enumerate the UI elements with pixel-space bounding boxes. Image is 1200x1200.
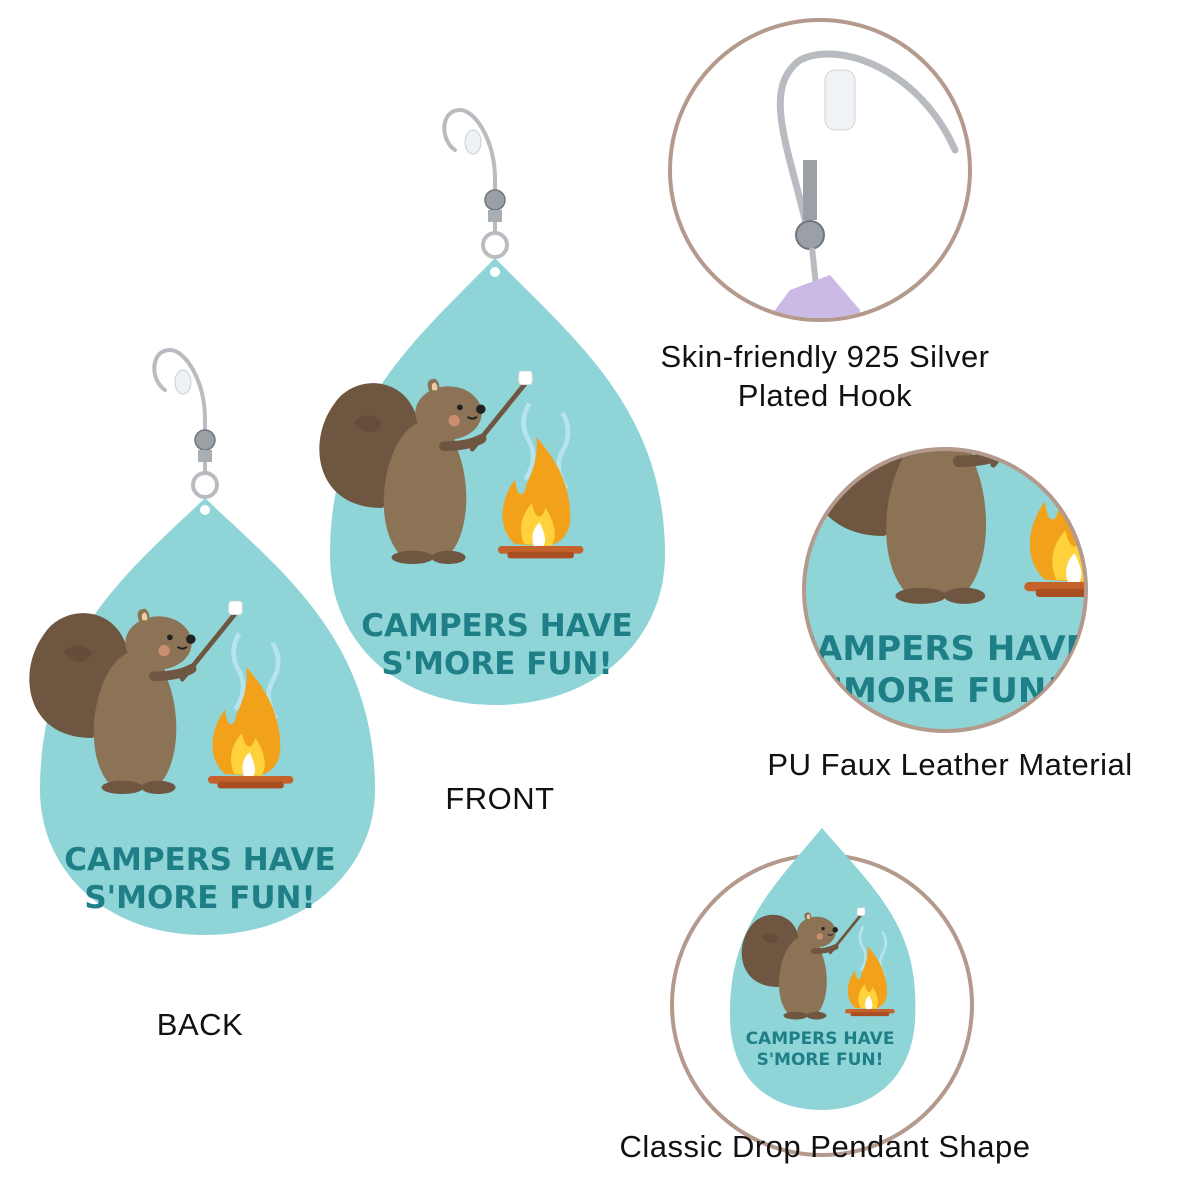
material-slogan-line1: CAMPERS HAVE	[791, 629, 1089, 669]
hook-feature-line1: Skin-friendly 925 Silver	[660, 339, 990, 374]
hook-feature-caption: Skin-friendly 925 Silver Plated Hook	[620, 338, 1030, 416]
front-slogan-line2: S'MORE FUN!	[381, 646, 612, 682]
shape-detail-circle	[670, 828, 974, 1157]
shape-feature-caption: Classic Drop Pendant Shape	[619, 1129, 1031, 1164]
shape-slogan-line2: S'MORE FUN!	[757, 1050, 884, 1070]
back-slogan-line1: CAMPERS HAVE	[64, 842, 335, 878]
back-slogan-line2: S'MORE FUN!	[84, 880, 315, 916]
back-label: BACK	[156, 1007, 244, 1042]
back-earring	[29, 348, 375, 935]
hook-detail-circle	[668, 18, 972, 322]
material-detail-circle	[802, 447, 1088, 733]
front-slogan-line1: CAMPERS HAVE	[361, 608, 632, 644]
material-slogan-line2: S'MORE FUN!	[808, 671, 1062, 711]
front-earring	[319, 108, 665, 705]
material-feature-caption: PU Faux Leather Material	[767, 747, 1133, 782]
front-label: FRONT	[445, 781, 555, 816]
hook-feature-line2: Plated Hook	[737, 377, 913, 413]
shape-slogan-line1: CAMPERS HAVE	[746, 1029, 895, 1049]
